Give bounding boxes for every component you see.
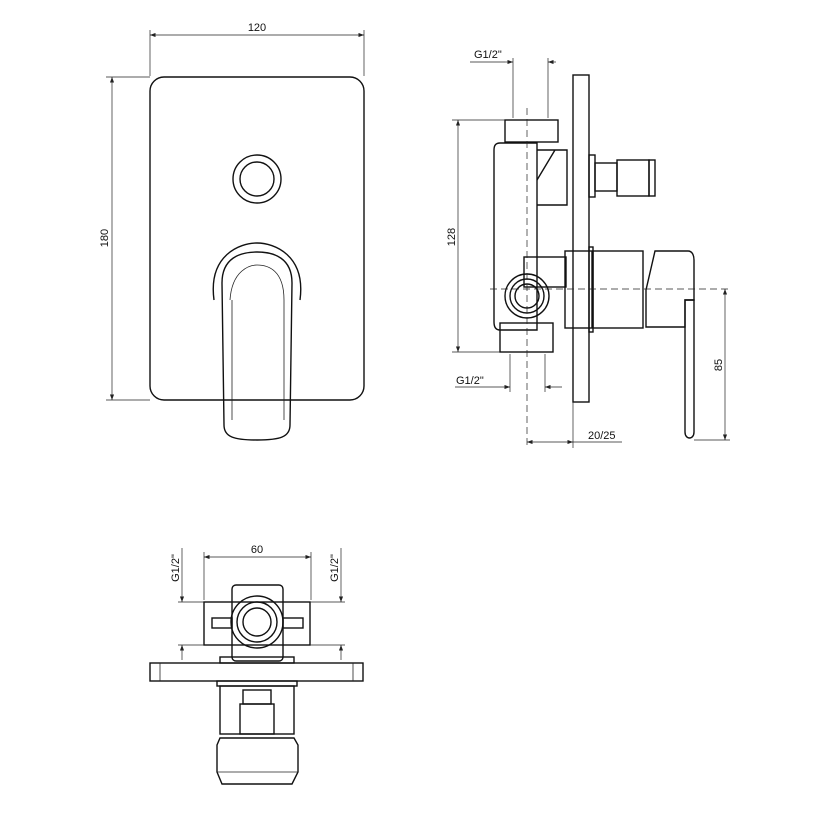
cartridge-bonnet <box>592 250 644 329</box>
dim-top-thread-label: G1/2" <box>474 49 502 61</box>
dim-bottom-thread-label: G1/2" <box>456 375 484 387</box>
handle-escutcheon <box>212 242 302 301</box>
outlet-ring-outer <box>230 595 284 649</box>
valve-body <box>493 142 538 331</box>
lever-hub <box>645 250 695 328</box>
side-view: G1/2" 128 G1/2" 85 20/25 <box>446 49 730 448</box>
dim-lever-label: 85 <box>713 359 725 371</box>
bottom-view: 60 G1/2" G1/2" <box>149 544 364 785</box>
dim-left-thread-label: G1/2" <box>170 554 182 582</box>
top-port <box>504 119 559 143</box>
front-view: 120 180 <box>99 22 365 441</box>
dim-height-label: 128 <box>446 228 458 246</box>
lever-end <box>216 737 299 785</box>
dim-right-thread-label: G1/2" <box>329 554 341 582</box>
dim-width-label: 120 <box>248 22 266 34</box>
lever-handle <box>221 251 293 441</box>
lever-blade <box>684 299 695 439</box>
diverter-knob <box>616 159 650 197</box>
wall-plate <box>572 74 590 403</box>
bottom-port <box>499 322 554 353</box>
bonnet <box>219 685 295 735</box>
diverter-block <box>536 149 568 206</box>
cover-plate <box>149 76 365 401</box>
wall-plate <box>149 662 364 682</box>
diverter-button-outer <box>232 154 282 204</box>
diverter-button-inner <box>239 161 275 197</box>
dim-depth-label: 20/25 <box>588 430 616 442</box>
dim-width-label: 60 <box>251 544 263 556</box>
dim-height-label: 180 <box>99 229 111 247</box>
diverter-stem <box>594 162 618 192</box>
